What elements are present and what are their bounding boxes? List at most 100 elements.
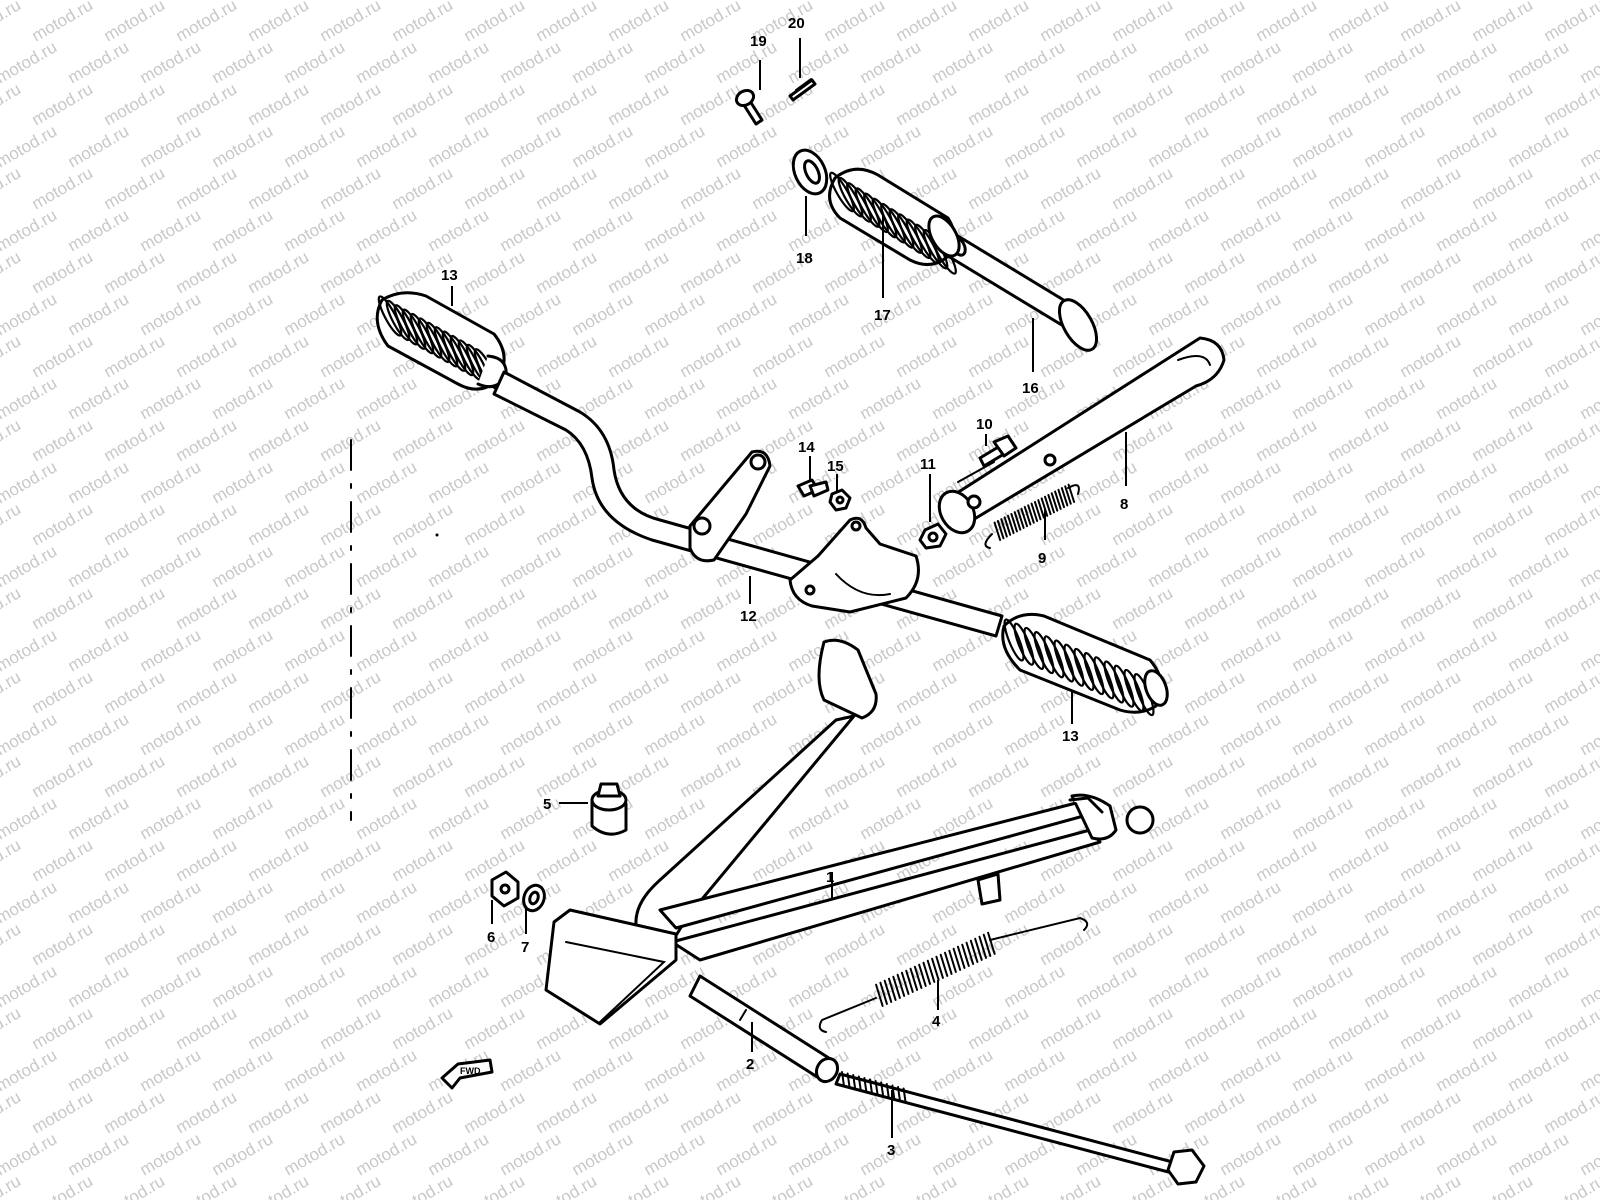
watermark-text: motod.ru xyxy=(0,1129,60,1179)
watermark-text: motod.ru xyxy=(929,1045,997,1095)
watermark-text: motod.ru xyxy=(0,667,24,717)
watermark-text: motod.ru xyxy=(1109,1003,1177,1053)
watermark-text: motod.ru xyxy=(173,919,241,969)
watermark-text: motod.ru xyxy=(65,625,133,675)
watermark-text: motod.ru xyxy=(533,331,601,381)
watermark-text: motod.ru xyxy=(425,961,493,1011)
watermark-text: motod.ru xyxy=(353,1129,421,1179)
watermark-text: motod.ru xyxy=(101,1171,169,1200)
watermark-text: motod.ru xyxy=(1433,205,1501,255)
watermark-text: motod.ru xyxy=(0,205,60,255)
watermark-text: motod.ru xyxy=(1469,919,1537,969)
watermark-text: motod.ru xyxy=(1145,709,1213,759)
watermark-text: motod.ru xyxy=(1397,1087,1465,1137)
bolt-thread xyxy=(891,1084,896,1101)
callout-19: 19 xyxy=(750,33,767,50)
watermark-text: motod.ru xyxy=(1469,499,1537,549)
watermark-text: motod.ru xyxy=(929,1129,997,1179)
watermark-text: motod.ru xyxy=(641,793,709,843)
watermark-text: motod.ru xyxy=(137,793,205,843)
watermark-text: motod.ru xyxy=(65,877,133,927)
watermark-text: motod.ru xyxy=(1253,1087,1321,1137)
watermark-text: motod.ru xyxy=(1541,667,1600,717)
watermark-text: motod.ru xyxy=(101,331,169,381)
watermark-text: motod.ru xyxy=(929,541,997,591)
watermark-text: motod.ru xyxy=(1469,1003,1537,1053)
part-6-nut xyxy=(490,870,520,908)
watermark-text: motod.ru xyxy=(1397,583,1465,633)
watermark-text: motod.ru xyxy=(533,247,601,297)
watermark-text: motod.ru xyxy=(1433,457,1501,507)
watermark-text: motod.ru xyxy=(137,625,205,675)
watermark-text: motod.ru xyxy=(1217,37,1285,87)
watermark-text: motod.ru xyxy=(1433,1045,1501,1095)
watermark-text: motod.ru xyxy=(1469,835,1537,885)
watermark-text: motod.ru xyxy=(533,499,601,549)
watermark-text: motod.ru xyxy=(1145,793,1213,843)
spring-coil xyxy=(1044,495,1052,516)
watermark-text: motod.ru xyxy=(497,289,565,339)
watermark-text: motod.ru xyxy=(461,1171,529,1200)
part-14-bolt xyxy=(796,478,830,498)
watermark-text: motod.ru xyxy=(1325,499,1393,549)
watermark-text: motod.ru xyxy=(65,709,133,759)
watermark-text: motod.ru xyxy=(1469,415,1537,465)
rubber-rib xyxy=(425,321,451,364)
watermark-text: motod.ru xyxy=(785,1129,853,1179)
watermark-text: motod.ru xyxy=(1469,1171,1537,1200)
watermark-text: motod.ru xyxy=(857,121,925,171)
watermark-text: motod.ru xyxy=(1217,877,1285,927)
watermark-text: motod.ru xyxy=(1217,205,1285,255)
callout-13-lower: 13 xyxy=(1062,728,1079,745)
forward-label: FWD xyxy=(460,1066,481,1076)
watermark-text: motod.ru xyxy=(1289,877,1357,927)
watermark-text: motod.ru xyxy=(857,961,925,1011)
bolt-thread xyxy=(863,1077,868,1093)
watermark-text: motod.ru xyxy=(1217,541,1285,591)
callout-9: 9 xyxy=(1038,550,1046,567)
watermark-text: motod.ru xyxy=(1397,667,1465,717)
watermark-text: motod.ru xyxy=(1541,583,1600,633)
watermark-text: motod.ru xyxy=(1361,793,1429,843)
watermark-text: motod.ru xyxy=(857,37,925,87)
spring-coil xyxy=(892,975,901,999)
rubber-rib xyxy=(1033,631,1055,675)
watermark-text: motod.ru xyxy=(137,709,205,759)
watermark-text: motod.ru xyxy=(101,499,169,549)
watermark-text: motod.ru xyxy=(101,247,169,297)
watermark-text: motod.ru xyxy=(0,919,24,969)
spring-coil xyxy=(956,945,966,969)
watermark-text: motod.ru xyxy=(749,1171,817,1200)
spring-coil xyxy=(931,957,940,981)
watermark-text: motod.ru xyxy=(281,625,349,675)
watermark-text: motod.ru xyxy=(0,625,60,675)
watermark-text: motod.ru xyxy=(1145,37,1213,87)
watermark-text: motod.ru xyxy=(209,373,277,423)
watermark-text: motod.ru xyxy=(713,289,781,339)
watermark-text: motod.ru xyxy=(317,1087,385,1137)
watermark-text: motod.ru xyxy=(317,247,385,297)
spring-coil xyxy=(922,961,932,985)
watermark-text: motod.ru xyxy=(1217,1045,1285,1095)
watermark-text: motod.ru xyxy=(137,541,205,591)
watermark-text: motod.ru xyxy=(497,205,565,255)
watermark-text: motod.ru xyxy=(101,79,169,129)
watermark-text: motod.ru xyxy=(245,415,313,465)
watermark-text: motod.ru xyxy=(1361,625,1429,675)
watermark-text: motod.ru xyxy=(461,1003,529,1053)
watermark-text: motod.ru xyxy=(281,37,349,87)
watermark-text: motod.ru xyxy=(1469,583,1537,633)
watermark-text: motod.ru xyxy=(65,373,133,423)
watermark-text: motod.ru xyxy=(1253,1171,1321,1200)
watermark-text: motod.ru xyxy=(533,1171,601,1200)
watermark-text: motod.ru xyxy=(1361,1045,1429,1095)
watermark-text: motod.ru xyxy=(965,667,1033,717)
spring-coil xyxy=(1007,514,1015,535)
watermark-text: motod.ru xyxy=(101,667,169,717)
spring-coil xyxy=(900,971,910,995)
watermark-text: motod.ru xyxy=(533,751,601,801)
watermark-text: motod.ru xyxy=(425,205,493,255)
watermark-text: motod.ru xyxy=(533,79,601,129)
part-4-return-spring xyxy=(818,916,1089,1033)
watermark-text: motod.ru xyxy=(209,541,277,591)
